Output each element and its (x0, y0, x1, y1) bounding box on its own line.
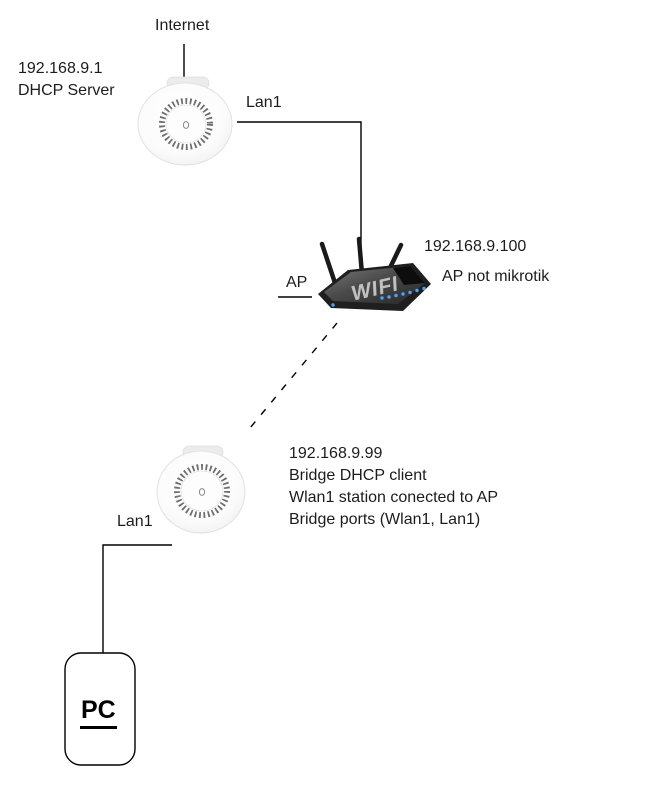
router-note-label: AP not mikrotik (442, 268, 550, 285)
lan1-link-top (237, 121, 362, 264)
wifi-router-icon: WIFI (318, 236, 431, 311)
lan1-label-top: Lan1 (246, 94, 282, 111)
pc-box (64, 652, 136, 766)
lan1-link-bottom (102, 544, 172, 653)
bridge-ap-ip: 192.168.9.99 (289, 445, 383, 462)
bridge-ap-desc-1: Bridge DHCP client (289, 467, 427, 484)
wireless-link-dashed (249, 322, 338, 429)
bridge-ap-desc-3: Bridge ports (Wlan1, Lan1) (289, 511, 481, 528)
ceiling-ap-1-icon (137, 76, 233, 166)
pc-label: PC (80, 696, 117, 729)
dhcp-server-label-block: 192.168.9.1 DHCP Server (18, 58, 115, 102)
internet-label: Internet (155, 17, 210, 34)
router-led-lights (331, 286, 426, 307)
lan1-label-bottom: Lan1 (117, 513, 153, 530)
dhcp-server-ip: 192.168.9.1 (18, 60, 103, 77)
dhcp-server-role: DHCP Server (18, 82, 115, 99)
bridge-ap-desc-2: Wlan1 station conected to AP (289, 489, 499, 506)
bridge-ap-label-block: 192.168.9.99 Bridge DHCP client Wlan1 st… (289, 443, 498, 531)
router-ip-label: 192.168.9.100 (424, 238, 527, 255)
ap-label: AP (286, 274, 308, 291)
ceiling-ap-2-icon (156, 445, 246, 534)
